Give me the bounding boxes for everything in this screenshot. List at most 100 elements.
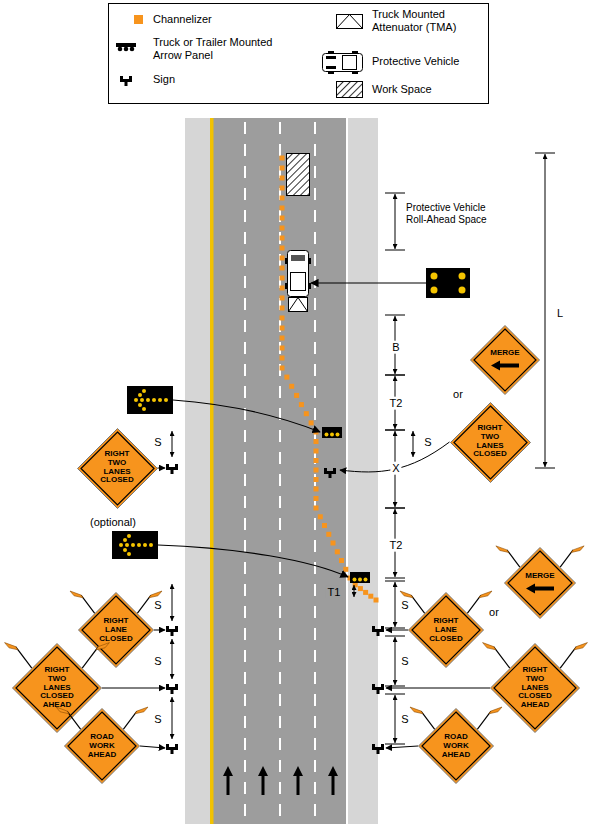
warning-sign: MERGE [470,325,540,395]
work-space-icon [337,82,363,98]
sign-text: RIGHT TWO LANES CLOSED [470,424,511,459]
channelizer [322,523,327,528]
channelizer [339,558,344,563]
legend-text: Sign [153,73,303,86]
legend-box [109,4,489,104]
channelizer [280,246,285,251]
arrow-panel-display [112,531,348,577]
channelizer [358,586,363,591]
channelizer [314,468,319,473]
warning-sign: RIGHT TWO LANES CLOSED [450,402,531,483]
dimension-line [172,697,173,739]
channelizer-line [280,156,379,603]
arrow-panel-trailer [322,427,342,438]
merge-arrow [490,359,520,371]
channelizer [280,316,285,321]
channelizer [284,375,289,380]
legend-text: Work Space [372,83,484,96]
channelizer [299,402,304,407]
warning-sign: RIGHT TWO LANES CLOSED [77,428,158,509]
channelizer [294,393,299,398]
protective-vehicle [285,251,311,312]
dimension-line [354,585,355,597]
sign-leader [154,630,165,631]
legend-text: Protective Vehicle [372,55,484,68]
dimension-label: L [555,307,565,320]
channelizer [363,590,368,595]
dimension-line [395,695,396,743]
dimension-line [395,637,396,685]
channelizer [280,366,285,371]
warning-sign: ROAD WORK AHEAD [64,708,140,784]
channelizer [314,506,319,511]
sign-text: ROAD WORK AHEAD [83,733,121,759]
dimension-label: T2 [388,539,405,552]
channelizer [314,477,319,482]
channelizer [314,496,319,501]
dimension-line [172,431,173,457]
protective-vehicle-icon [323,51,363,74]
sign-leader [386,688,490,689]
channelizer [280,346,285,351]
dimension-line [172,639,173,679]
dimension-label: X [390,462,401,475]
sign-leader [386,746,418,748]
tma-icon [337,15,363,29]
sign-text: MERGE [490,349,519,358]
channelizer [280,176,285,181]
vehicle-light-display [311,268,470,298]
sign-text: RIGHT TWO LANES CLOSED AHEAD [35,666,80,710]
channelizer [280,156,285,161]
channelizer [280,226,285,231]
dimension-label: S [152,599,163,612]
warning-sign: RIGHT TWO LANES CLOSED AHEAD [490,643,580,733]
dimension-label: T2 [388,397,405,410]
channelizer [309,420,314,425]
channelizer [280,216,285,221]
warning-sign: RIGHT LANE CLOSED [78,592,154,668]
legend-text: Channelizer [153,13,303,26]
legend-text: Truck Mounted Attenuator (TMA) [372,8,484,34]
dimension-line [413,431,414,457]
legend-text: Truck or Trailer Mounted Arrow Panel [153,36,283,62]
sign-icon [120,76,132,86]
sign-post [166,464,384,754]
channelizer [314,449,319,454]
channelizer [280,306,285,311]
traffic-direction-arrows [223,766,338,795]
channelizer [331,541,336,546]
legend-swatch [134,15,143,24]
channelizer [280,206,285,211]
channelizer [314,439,319,444]
dimension-line [545,154,546,467]
dimension-label: (optional) [88,516,138,529]
dimension-label: S [422,436,433,449]
warning-sign: MERGE [504,547,576,619]
dimension-label: B [390,341,401,354]
channelizer [280,356,285,361]
dimension-label: or [487,606,501,619]
sign-leader [102,688,165,689]
sign-diamond [470,325,540,395]
channelizer [304,411,309,416]
dimension-lines [172,153,555,744]
sign-diamond [504,547,576,619]
channelizer [280,286,285,291]
channelizer [280,336,285,341]
sign-text: RIGHT LANE CLOSED [97,617,135,643]
channelizer [314,458,319,463]
arrow-panel-icon [116,43,136,51]
sign-text: MERGE [525,572,554,581]
channelizer [318,514,323,519]
dimension-label: S [399,655,410,668]
dimension-label: S [399,713,410,726]
dimension-label: S [399,599,410,612]
arrow-panel-display [127,386,320,432]
sign-text: RIGHT TWO LANES CLOSED AHEAD [513,666,558,710]
sign-leaders [102,442,490,748]
channelizer [280,276,285,281]
sign-leader [140,746,165,748]
dimension-label: T1 [326,586,343,599]
sign-text: RIGHT TWO LANES CLOSED [97,450,138,485]
